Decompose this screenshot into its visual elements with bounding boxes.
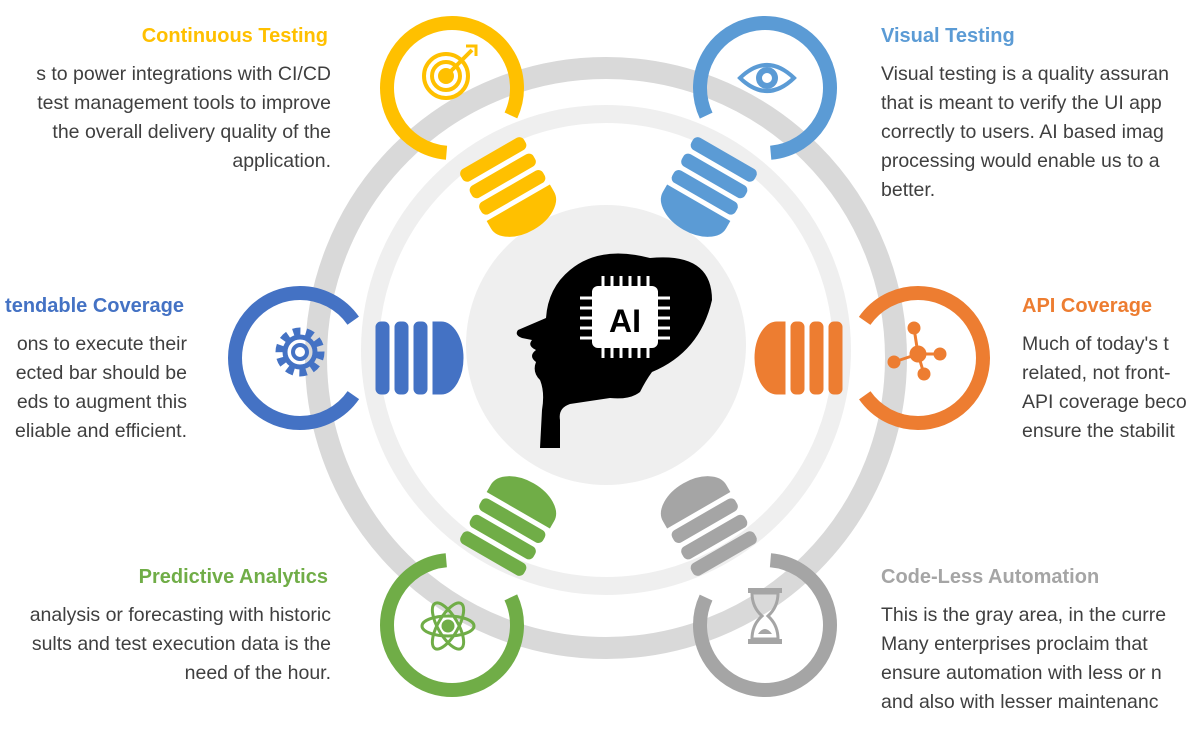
section-line: sults and test execution data is the [31, 633, 331, 655]
section-line: Visual testing is a quality assuran [881, 63, 1169, 85]
eye-icon [737, 63, 797, 93]
section-line: API coverage beco [1022, 391, 1187, 413]
section-codeless: Code-Less Automation This is the gray ar… [881, 565, 1166, 717]
section-line: better. [881, 179, 936, 201]
section-line: eds to augment this [16, 391, 187, 413]
section-title: tendable Coverage [5, 295, 184, 317]
section-line: correctly to users. AI based imag [881, 121, 1164, 143]
section-line: related, not front- [1022, 362, 1171, 384]
section-line: s to power integrations with CI/CD [36, 63, 331, 85]
section-title: API Coverage [1022, 295, 1153, 317]
section-line: processing would enable us to a [881, 150, 1160, 172]
bulb-extendable [235, 293, 463, 423]
section-line: ensure the stabilit [1022, 420, 1175, 442]
section-line: the overall delivery quality of the [52, 121, 331, 143]
section-title: Continuous Testing [141, 25, 328, 47]
network-icon [887, 321, 947, 381]
section-line: analysis or forecasting with historic [29, 604, 331, 626]
atom-icon [420, 601, 476, 651]
section-title: Predictive Analytics [138, 566, 328, 588]
section-line: ected bar should be [15, 362, 187, 384]
chip-icon: AI [580, 276, 670, 358]
section-line: ons to execute their [16, 333, 187, 355]
ai-head-icon: AI [516, 253, 712, 448]
bulb-api [755, 293, 983, 423]
section-title: Visual Testing [881, 25, 1015, 47]
target-icon [422, 44, 478, 100]
section-line: need of the hour. [184, 662, 331, 684]
section-line: Much of today's t [1022, 333, 1169, 355]
section-visual: Visual Testing Visual testing is a quali… [881, 24, 1169, 205]
section-extendable: tendable Coverage ons to execute their e… [5, 294, 187, 446]
section-continuous: Continuous Testing s to power integratio… [36, 24, 331, 176]
section-line: eliable and efficient. [14, 420, 187, 442]
section-predictive: Predictive Analytics analysis or forecas… [30, 565, 331, 688]
section-line: ensure automation with less or n [881, 662, 1162, 684]
section-line: test management tools to improve [37, 92, 331, 114]
section-line: This is the gray area, in the curre [881, 604, 1167, 626]
section-line: that is meant to verify the UI app [881, 92, 1162, 114]
section-line: application. [232, 150, 331, 172]
section-api: API Coverage Much of today's t related, … [1022, 294, 1187, 446]
section-line: Many enterprises proclaim that [881, 633, 1148, 655]
ai-label: AI [609, 303, 641, 339]
gear-icon [275, 327, 325, 377]
section-line: and also with lesser maintenanc [881, 691, 1159, 713]
hourglass-icon [748, 588, 782, 644]
section-title: Code-Less Automation [881, 566, 1100, 588]
